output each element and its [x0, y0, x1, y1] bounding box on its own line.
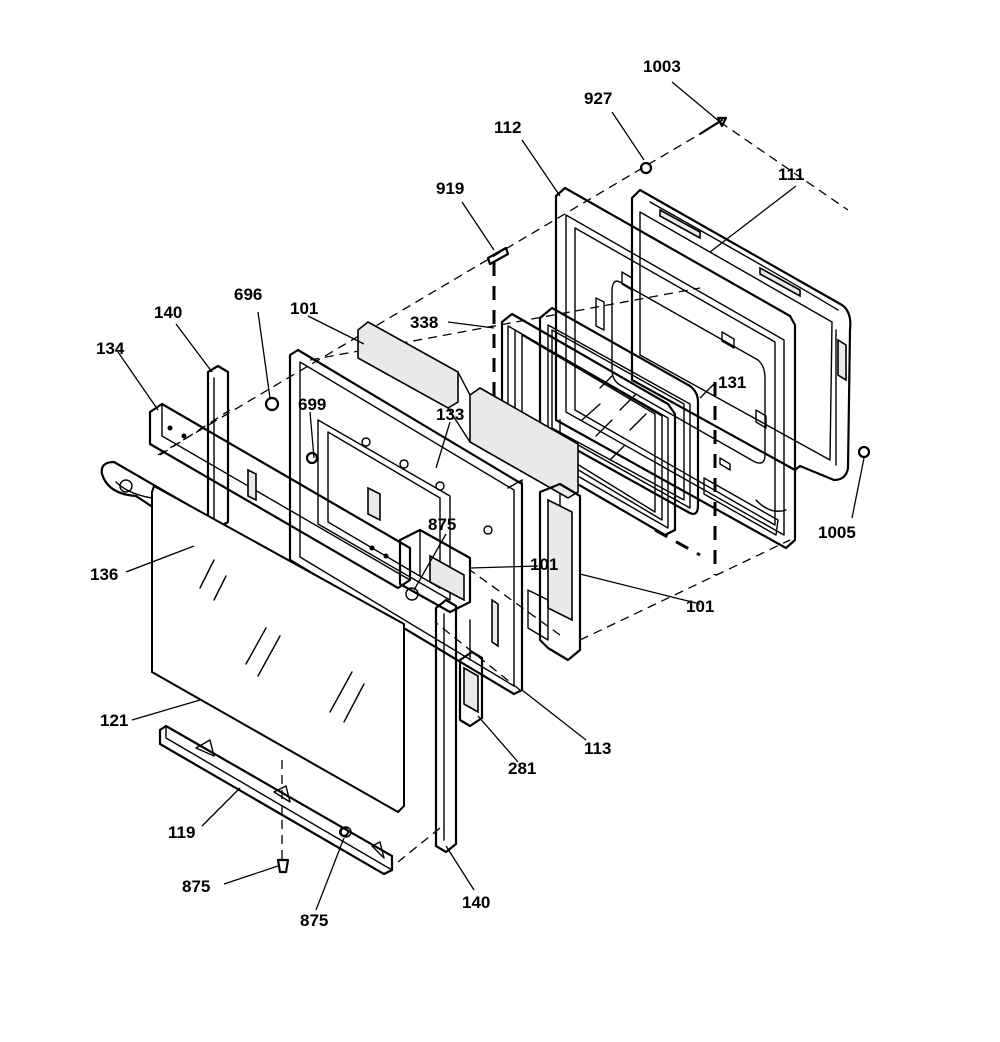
screw-1003-icon: [698, 116, 728, 136]
callout-140-bottom: 140: [462, 893, 490, 912]
callout-131: 131: [718, 373, 746, 392]
callout-875-left: 875: [182, 877, 210, 896]
callout-101-right: 101: [686, 597, 714, 616]
callout-875-mid: 875: [428, 515, 456, 534]
callout-101-top: 101: [290, 299, 318, 318]
clip-919-icon: [486, 246, 510, 266]
outer-door-frame: [630, 188, 852, 482]
side-channel-right: [434, 598, 458, 854]
top-vent-trim: [148, 402, 412, 590]
callout-338: 338: [410, 313, 438, 332]
insulation-101-top: [357, 321, 579, 499]
side-channel-left: [206, 364, 230, 530]
screw-875-bottom-icon: [338, 826, 350, 838]
callout-140-top: 140: [154, 303, 182, 322]
callout-133: 133: [436, 405, 464, 424]
callout-101-mid: 101: [530, 555, 558, 574]
assembly-guide-lines: [157, 121, 849, 863]
hinge-rail-right: [507, 479, 582, 691]
callout-1005: 1005: [818, 523, 856, 542]
screw-696-icon: [264, 396, 280, 412]
callout-121: 121: [100, 711, 128, 730]
callout-919: 919: [436, 179, 464, 198]
callout-1003: 1003: [643, 57, 681, 76]
callout-696: 696: [234, 285, 262, 304]
callout-112: 112: [494, 118, 521, 137]
callout-labels: 1003 927 112 111 919 696 140 101 338 134…: [90, 57, 856, 930]
outer-door-glass: [151, 484, 405, 814]
washer-927-icon: [639, 161, 653, 175]
hinge-bracket-block: [398, 528, 472, 614]
callout-927: 927: [584, 89, 612, 108]
callout-111: 111: [778, 165, 805, 184]
screw-875-left-icon: [276, 858, 290, 874]
callout-699: 699: [298, 395, 326, 414]
door-hinge: [458, 619, 484, 728]
callout-875-bottom: 875: [300, 911, 328, 930]
callout-281: 281: [508, 759, 536, 778]
screw-699-icon: [305, 451, 319, 465]
callout-119: 119: [168, 823, 195, 842]
callout-136: 136: [90, 565, 118, 584]
callout-134: 134: [96, 339, 125, 358]
callout-113: 113: [584, 739, 611, 758]
screw-1005-icon: [857, 445, 871, 459]
leader-lines: [117, 81, 865, 911]
